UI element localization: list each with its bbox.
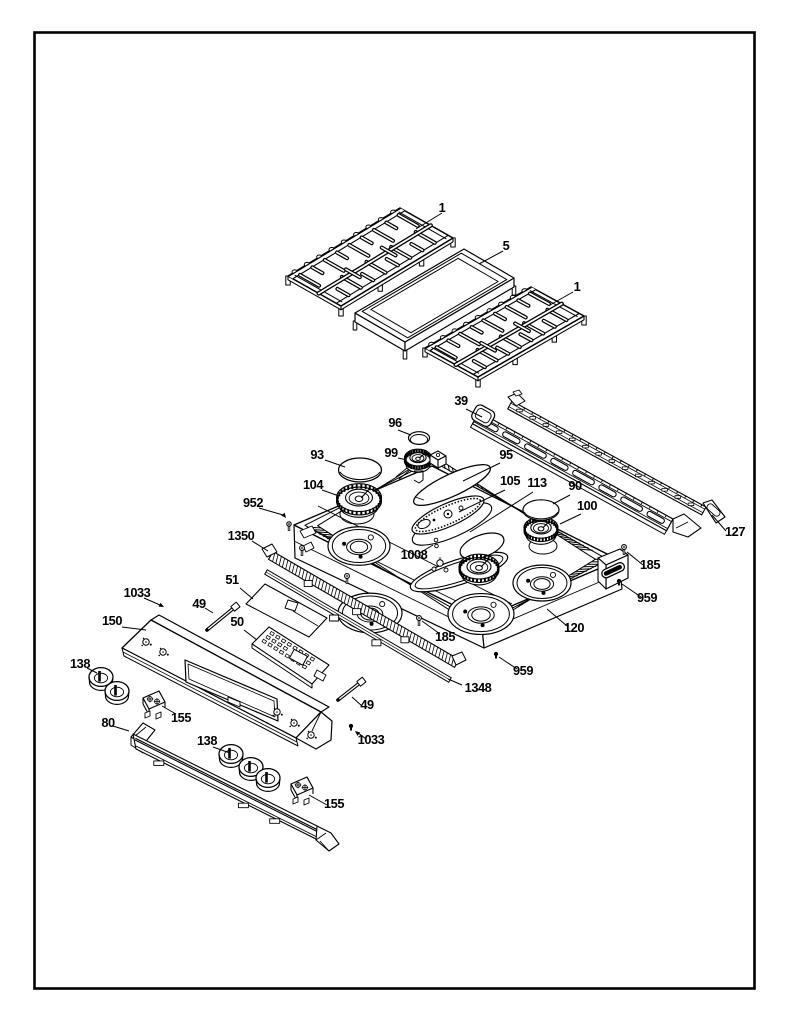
svg-text:99: 99 (384, 445, 398, 460)
svg-text:100: 100 (577, 498, 597, 513)
svg-text:127: 127 (725, 524, 745, 539)
svg-text:155: 155 (324, 796, 344, 811)
svg-text:138: 138 (70, 656, 90, 671)
svg-text:105: 105 (500, 473, 520, 488)
svg-text:1033: 1033 (358, 732, 385, 747)
svg-text:50: 50 (230, 614, 244, 629)
svg-text:185: 185 (640, 557, 660, 572)
svg-text:1350: 1350 (228, 528, 255, 543)
svg-text:104: 104 (303, 477, 324, 492)
svg-text:49: 49 (360, 697, 374, 712)
svg-text:120: 120 (564, 620, 584, 635)
svg-text:90: 90 (568, 478, 582, 493)
svg-text:5: 5 (503, 238, 510, 253)
svg-text:95: 95 (499, 447, 513, 462)
svg-text:96: 96 (388, 415, 402, 430)
svg-text:185: 185 (435, 629, 455, 644)
svg-text:1348: 1348 (465, 680, 492, 695)
svg-text:1: 1 (574, 279, 581, 294)
svg-text:959: 959 (637, 590, 657, 605)
svg-text:1: 1 (439, 200, 446, 215)
svg-text:49: 49 (192, 596, 206, 611)
svg-text:1008: 1008 (401, 547, 428, 562)
svg-text:959: 959 (513, 663, 533, 678)
svg-text:113: 113 (527, 475, 547, 490)
svg-text:39: 39 (454, 393, 468, 408)
svg-text:138: 138 (197, 733, 217, 748)
svg-text:952: 952 (243, 495, 263, 510)
svg-text:150: 150 (102, 613, 122, 628)
svg-text:155: 155 (171, 710, 191, 725)
svg-text:51: 51 (225, 572, 239, 587)
svg-text:1033: 1033 (124, 585, 151, 600)
svg-text:93: 93 (310, 447, 324, 462)
svg-text:80: 80 (101, 715, 115, 730)
